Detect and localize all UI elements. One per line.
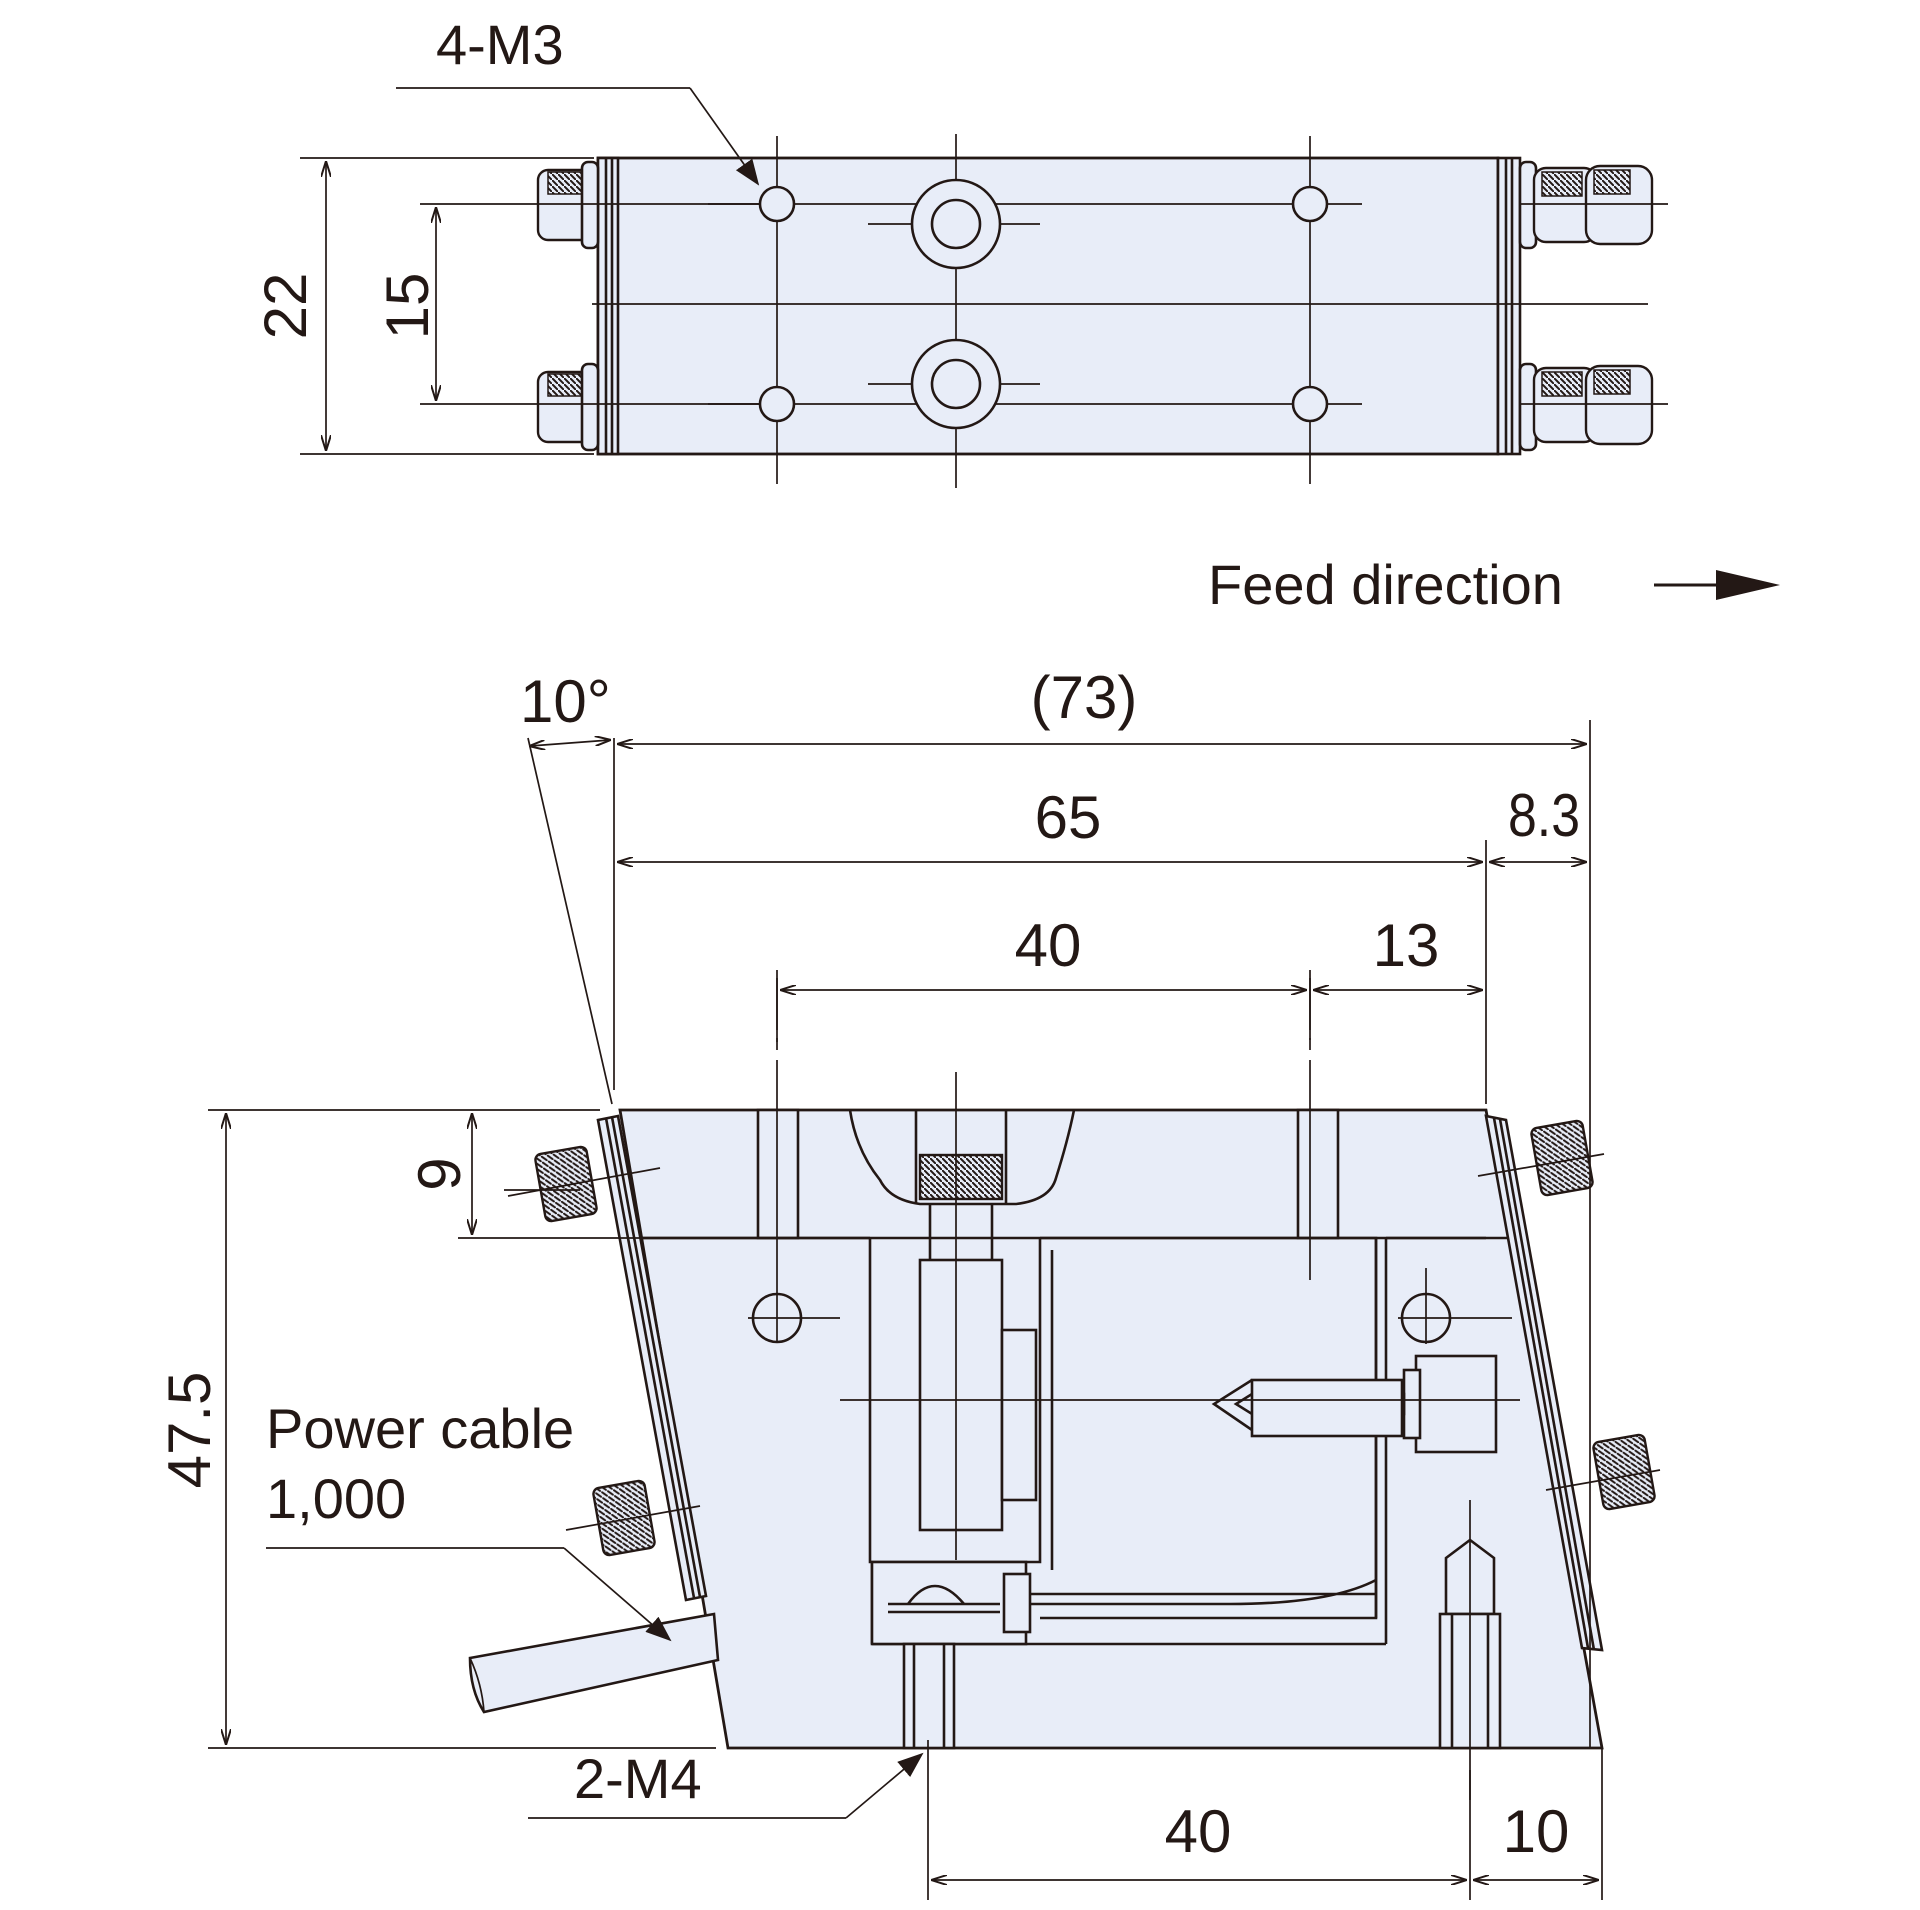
top-view-right-end-plate (1496, 156, 1522, 456)
right-adjust-knob-lower (1545, 1433, 1661, 1511)
top-view-m3-holes (758, 185, 1329, 423)
dimension-9: 9 (406, 1114, 473, 1234)
svg-text:22: 22 (252, 273, 319, 340)
dimension-8-3: 8.3 (1490, 782, 1586, 862)
top-knob (918, 1153, 1004, 1201)
dimension-40-top: 40 (776, 912, 1311, 1050)
top-view-left-knob-lower (536, 362, 600, 452)
power-cable-length: 1,000 (266, 1467, 406, 1530)
feed-direction-label: Feed direction (1208, 553, 1563, 616)
right-adjust-knob-upper (1477, 1119, 1605, 1197)
dimension-angle: 10° (520, 668, 611, 746)
top-slots (756, 1108, 1340, 1240)
svg-text:47.5: 47.5 (156, 1372, 223, 1489)
svg-text:10: 10 (1503, 1798, 1570, 1865)
feed-direction: Feed direction (1208, 553, 1780, 616)
top-view-right-knob-upper (1518, 160, 1654, 250)
svg-text:9: 9 (406, 1157, 473, 1190)
right-end-plate (1484, 1114, 1604, 1652)
svg-text:40: 40 (1165, 1798, 1232, 1865)
dimension-65: 65 (618, 784, 1482, 862)
left-adjust-knob-upper (507, 1145, 661, 1223)
svg-text:13: 13 (1373, 912, 1440, 979)
right-arrow-icon (1654, 570, 1780, 600)
top-view-body (596, 156, 1500, 456)
svg-text:40: 40 (1015, 912, 1082, 979)
top-view-left-knob-upper (536, 160, 600, 250)
dimension-10-bottom: 10 (1474, 1798, 1598, 1880)
dimension-47-5: 47.5 (156, 1114, 226, 1744)
dimension-overall: (73) (618, 664, 1586, 744)
bottom-holes-label: 2-M4 (574, 1747, 702, 1810)
dimension-22: 22 (252, 157, 594, 455)
svg-text:10°: 10° (520, 668, 611, 735)
svg-text:15: 15 (374, 273, 441, 340)
tapped-holes-label: 4-M3 (436, 13, 564, 76)
svg-text:(73): (73) (1031, 664, 1138, 731)
extension-lines (208, 720, 1603, 1900)
top-view-center-lines (592, 134, 1668, 488)
top-view: 4-M3 22 15 (252, 13, 1668, 488)
side-view-center-lines (748, 1060, 1520, 1800)
top-view-counterbore-holes (910, 178, 1002, 430)
power-cable (468, 1612, 720, 1714)
side-view: Power cable 1,000 2-M4 10° (156, 664, 1661, 1900)
left-adjust-knob-lower (565, 1479, 701, 1557)
dimension-40-bottom: 40 (932, 1798, 1466, 1880)
dimension-15: 15 (374, 203, 760, 405)
top-view-left-end-plate (596, 156, 620, 456)
left-end-plate (596, 1114, 708, 1602)
svg-text:65: 65 (1035, 784, 1102, 851)
power-cable-label: Power cable (266, 1397, 574, 1460)
dimension-13: 13 (1314, 912, 1482, 990)
top-view-right-knob-lower (1518, 362, 1654, 452)
svg-text:8.3: 8.3 (1508, 782, 1580, 849)
